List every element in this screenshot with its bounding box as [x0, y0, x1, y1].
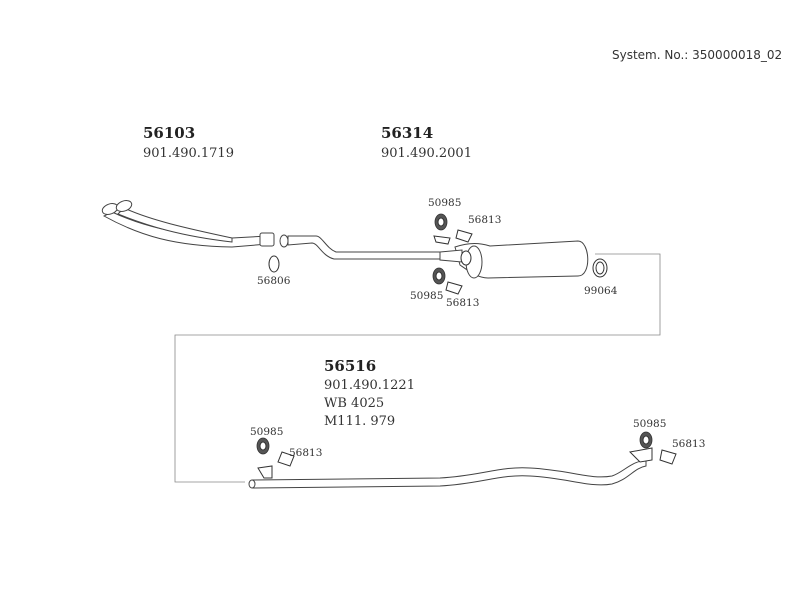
rear-pipe	[248, 447, 653, 489]
bracket-rear-right-label: 56813	[672, 438, 706, 450]
front-pipe-oem-number: 901.490.1719	[143, 146, 234, 161]
hanger-bottom-label: 50985	[410, 290, 444, 302]
bracket-bottom-label: 56813	[446, 297, 480, 309]
rear-pipe-oem-number: 901.490.1221	[324, 378, 415, 393]
hanger-rear-left-label: 50985	[250, 426, 284, 438]
middle-pipe	[279, 234, 441, 260]
front-pipe	[101, 200, 275, 248]
hanger-bottom	[432, 267, 446, 285]
bracket-rear-right	[659, 449, 677, 465]
muffler-oem-number: 901.490.2001	[381, 146, 472, 161]
gasket-ring	[268, 255, 280, 273]
gasket-label: 56806	[257, 275, 291, 287]
bracket-top-label: 56813	[468, 214, 502, 226]
clamp-label: 99064	[584, 285, 618, 297]
hanger-rear-left	[256, 437, 270, 455]
bracket-rear-left	[277, 451, 295, 467]
bracket-top	[455, 229, 473, 243]
bracket-rear-left-label: 56813	[289, 447, 323, 459]
muffler	[439, 240, 589, 279]
hanger-top	[433, 213, 451, 245]
section-connector-line	[174, 253, 661, 483]
muffler-part-number: 56314	[381, 124, 434, 142]
hanger-top-label: 50985	[428, 197, 462, 209]
rear-pipe-line3: M111. 979	[324, 414, 396, 429]
system-number: System. No.: 350000018_02	[612, 48, 783, 62]
hanger-rear-right	[639, 431, 653, 449]
front-pipe-part-number: 56103	[143, 124, 196, 142]
rear-pipe-part-number: 56516	[324, 357, 377, 375]
rear-pipe-line2: WB 4025	[324, 396, 385, 411]
bracket-bottom	[445, 281, 463, 295]
hanger-rear-right-label: 50985	[633, 418, 667, 430]
clamp	[592, 258, 608, 278]
